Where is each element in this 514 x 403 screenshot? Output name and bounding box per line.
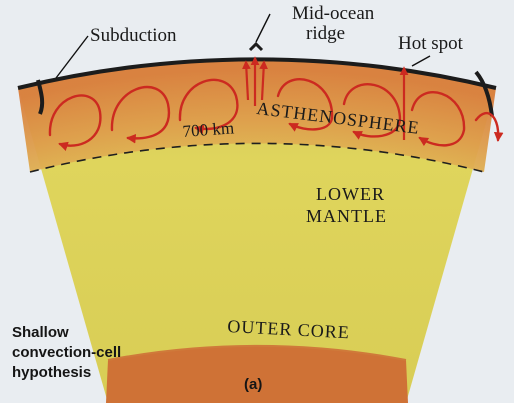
hotspot-leader bbox=[412, 56, 430, 66]
outer-core-layer bbox=[106, 346, 408, 403]
ridge-leader bbox=[256, 14, 270, 42]
lower-mantle-label-line2: MANTLE bbox=[306, 206, 387, 227]
hot-spot-label: Hot spot bbox=[398, 34, 463, 54]
subduction-leader bbox=[56, 36, 88, 78]
caption-line1: Shallow bbox=[12, 324, 69, 342]
panel-letter: (a) bbox=[244, 376, 262, 394]
mid-ocean-ridge-label-line1: Mid-ocean bbox=[292, 4, 374, 24]
caption-line2: convection-cell bbox=[12, 344, 121, 362]
mid-ocean-ridge-label-line2: ridge bbox=[306, 24, 345, 44]
subduction-label: Subduction bbox=[90, 26, 177, 46]
ridge-crest bbox=[250, 44, 262, 50]
caption-line3: hypothesis bbox=[12, 364, 91, 382]
depth-700km-label: 700 km bbox=[182, 118, 235, 142]
lower-mantle-label-line1: LOWER bbox=[316, 184, 385, 205]
